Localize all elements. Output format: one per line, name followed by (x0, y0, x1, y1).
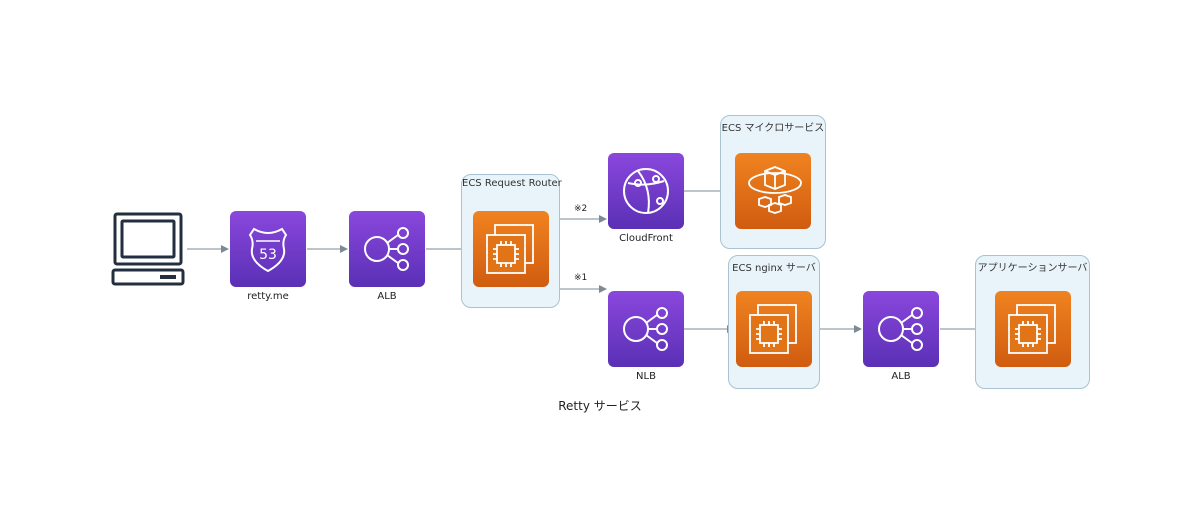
load-balancer-icon (364, 227, 409, 271)
edge-label-1: ※1 (574, 273, 588, 283)
nginx-ec2-tile (736, 291, 812, 367)
alb-tile (349, 211, 425, 287)
ecs-service-icon (748, 166, 802, 214)
diagram-caption: Retty サービス (558, 399, 642, 413)
cluster-label: ECS マイクロサービス (721, 123, 825, 134)
load-balancer-icon (878, 307, 923, 351)
route53-icon: 53 (248, 227, 288, 273)
route53-badge: 53 (259, 247, 277, 263)
computer-icon (108, 212, 188, 288)
alb-label: ALB (377, 291, 397, 302)
cluster-label: ECS nginx サーバ (732, 263, 816, 274)
cloudfront-tile (608, 153, 684, 229)
ec2-icon (486, 224, 534, 274)
app-ec2-tile (995, 291, 1071, 367)
cluster-label: アプリケーションサーバ (977, 263, 1088, 274)
load-balancer-icon (623, 307, 668, 351)
alb2-label: ALB (891, 371, 911, 382)
cluster-label: ECS Request Router (462, 178, 562, 189)
edge-label-2: ※2 (574, 204, 588, 214)
cloudfront-icon (623, 168, 669, 214)
nlb-label: NLB (636, 371, 656, 382)
router-ec2-tile (473, 211, 549, 287)
route53-tile: 53 (230, 211, 306, 287)
route53-label: retty.me (247, 291, 289, 302)
nlb-tile (608, 291, 684, 367)
microservice-tile (735, 153, 811, 229)
ec2-icon (749, 304, 797, 354)
alb2-tile (863, 291, 939, 367)
cloudfront-label: CloudFront (619, 233, 673, 244)
ec2-icon (1008, 304, 1056, 354)
